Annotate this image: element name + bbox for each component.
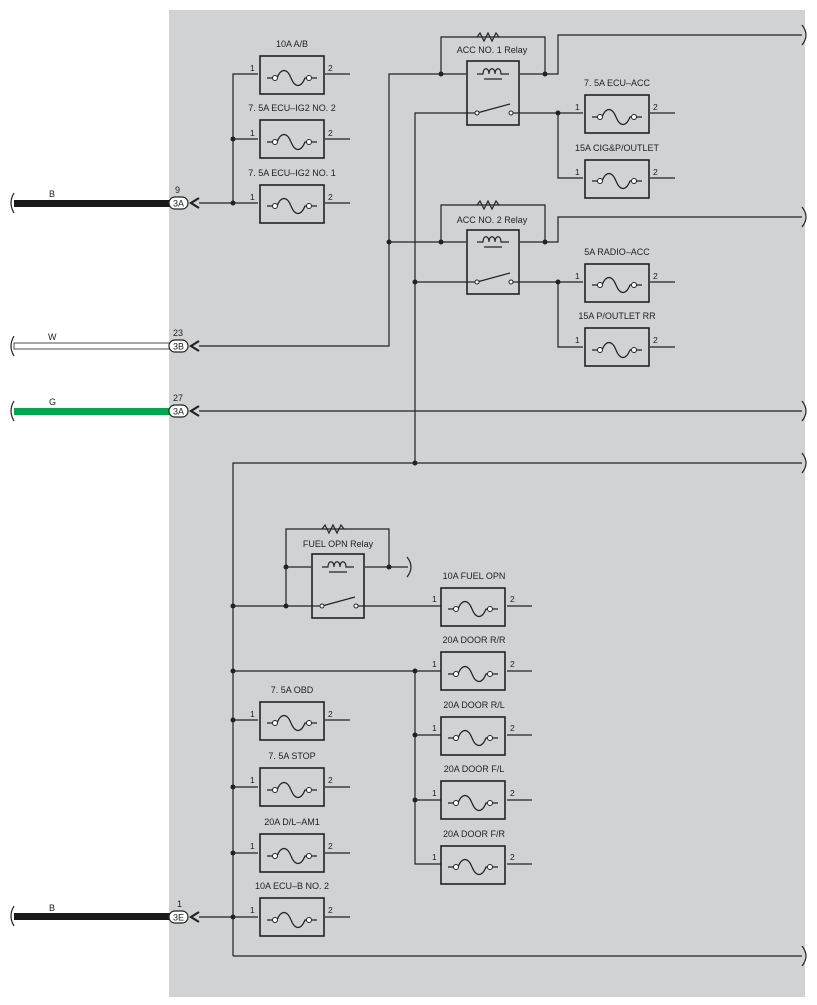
fuse-75a-ecu-ig2-no2: 7. 5A ECU–IG2 NO. 2 1 2 xyxy=(248,103,336,159)
pin-label: 1 xyxy=(432,723,437,733)
pin-label: 1 xyxy=(250,709,255,719)
fuse-label: 7. 5A STOP xyxy=(268,751,315,761)
connector-code: 3E xyxy=(173,913,184,923)
fuse-20a-door-fr: 20A DOOR F/R 1 2 xyxy=(432,829,515,885)
connector-pin: 9 xyxy=(175,185,180,195)
fuse-label: 10A ECU–B NO. 2 xyxy=(255,881,329,891)
pin-label: 2 xyxy=(510,788,515,798)
relay-label: ACC NO. 2 Relay xyxy=(457,215,528,225)
pin-label: 1 xyxy=(250,775,255,785)
pin-label: 2 xyxy=(653,271,658,281)
connector-3e-pin1: 1 3E xyxy=(168,899,200,924)
fuse-label: 5A RADIO–ACC xyxy=(584,247,650,257)
fuse-10a-ab: 10A A/B 1 2 xyxy=(250,39,333,95)
fuse-label: 10A A/B xyxy=(276,39,308,49)
pin-label: 1 xyxy=(250,63,255,73)
fuse-label: 10A FUEL OPN xyxy=(443,571,506,581)
connector-3a-pin9: 9 3A xyxy=(168,185,200,210)
fuse-output-stubs xyxy=(325,73,675,918)
connector-3a-pin27: 27 3A xyxy=(168,393,200,418)
wire-color-label: B xyxy=(49,903,55,913)
fuse-label: 7. 5A ECU–IG2 NO. 1 xyxy=(248,168,336,178)
pin-label: 1 xyxy=(250,841,255,851)
wire-color-label: W xyxy=(48,332,57,342)
fuse-label: 20A DOOR R/L xyxy=(443,700,505,710)
fuse-10a-ecu-b-no2: 10A ECU–B NO. 2 1 2 xyxy=(250,881,333,937)
pin-label: 1 xyxy=(250,905,255,915)
bus-wiring-lower xyxy=(199,452,807,967)
pin-label: 2 xyxy=(328,128,333,138)
pin-label: 1 xyxy=(432,788,437,798)
pin-label: 1 xyxy=(250,192,255,202)
fuse-label: 7. 5A ECU–ACC xyxy=(584,78,651,88)
pin-label: 2 xyxy=(510,852,515,862)
fuse-label: 20A DOOR F/L xyxy=(444,764,505,774)
fuse-20a-dl-am1: 20A D/L–AM1 1 2 xyxy=(250,817,333,873)
connector-code: 3A xyxy=(173,407,184,417)
pin-label: 1 xyxy=(575,167,580,177)
fuse-75a-ecu-acc: 7. 5A ECU–ACC 1 2 xyxy=(575,78,658,134)
pin-label: 2 xyxy=(653,102,658,112)
input-wire-b-bottom: B xyxy=(10,903,170,927)
fuse-75a-stop: 7. 5A STOP 1 2 xyxy=(250,751,333,807)
relay-label: FUEL OPN Relay xyxy=(303,539,374,549)
relay-label: ACC NO. 1 Relay xyxy=(457,45,528,55)
pin-label: 1 xyxy=(575,102,580,112)
bus-wiring-acc-contacts xyxy=(412,110,583,466)
bus-wiring-g xyxy=(199,400,807,422)
fuse-label: 15A CIG&P/OUTLET xyxy=(575,143,660,153)
relay-acc-no1: ACC NO. 1 Relay xyxy=(457,45,528,126)
pin-label: 2 xyxy=(653,335,658,345)
fuse-20a-door-rr: 20A DOOR R/R 1 2 xyxy=(432,635,515,691)
fuse-label: 20A DOOR R/R xyxy=(442,635,506,645)
input-wire-g: G xyxy=(10,397,170,422)
pin-label: 1 xyxy=(250,128,255,138)
pin-label: 2 xyxy=(510,723,515,733)
fuse-label: 7. 5A OBD xyxy=(271,685,314,695)
pin-label: 2 xyxy=(328,63,333,73)
relay-fuel-opn: FUEL OPN Relay xyxy=(303,539,374,619)
junction-block-panel xyxy=(169,10,805,997)
pin-label: 2 xyxy=(328,905,333,915)
relay-acc-no2: ACC NO. 2 Relay xyxy=(457,215,528,295)
pin-label: 2 xyxy=(328,709,333,719)
pin-label: 2 xyxy=(510,594,515,604)
connector-code: 3B xyxy=(173,342,184,352)
connector-3b-pin23: 23 3B xyxy=(168,328,200,353)
pin-label: 2 xyxy=(328,841,333,851)
fuse-label: 15A P/OUTLET RR xyxy=(578,311,656,321)
pin-label: 1 xyxy=(432,852,437,862)
fuse-label: 20A DOOR F/R xyxy=(443,829,506,839)
input-wire-b-top: B xyxy=(10,189,170,214)
fuse-10a-fuel-opn: 10A FUEL OPN 1 2 xyxy=(432,571,515,627)
fuse-5a-radio-acc: 5A RADIO–ACC 1 2 xyxy=(575,247,658,303)
pin-label: 1 xyxy=(575,271,580,281)
pin-label: 2 xyxy=(328,775,333,785)
pin-label: 1 xyxy=(575,335,580,345)
fuse-75a-obd: 7. 5A OBD 1 2 xyxy=(250,685,333,741)
bus-wiring-top-left xyxy=(199,73,258,206)
fuse-label: 20A D/L–AM1 xyxy=(264,817,320,827)
fuse-75a-ecu-ig2-no1: 7. 5A ECU–IG2 NO. 1 1 2 xyxy=(248,168,336,224)
fuse-15a-poutlet-rr: 15A P/OUTLET RR 1 2 xyxy=(575,311,658,367)
pin-label: 1 xyxy=(432,594,437,604)
connector-pin: 1 xyxy=(177,899,182,909)
fuse-20a-door-rl: 20A DOOR R/L 1 2 xyxy=(432,700,515,756)
pin-label: 1 xyxy=(432,659,437,669)
bus-wiring-acc-coils xyxy=(199,24,807,347)
fuse-label: 7. 5A ECU–IG2 NO. 2 xyxy=(248,103,336,113)
connector-pin: 23 xyxy=(173,328,183,338)
connector-pin: 27 xyxy=(173,393,183,403)
wire-color-label: B xyxy=(49,189,55,199)
wire-color-label: G xyxy=(49,397,56,407)
pin-label: 2 xyxy=(510,659,515,669)
connector-code: 3A xyxy=(173,199,184,209)
pin-label: 2 xyxy=(328,192,333,202)
pin-label: 2 xyxy=(653,167,658,177)
input-wire-w: W xyxy=(10,332,171,357)
fuse-20a-door-fl: 20A DOOR F/L 1 2 xyxy=(432,764,515,820)
fuse-15a-cig-poutlet: 15A CIG&P/OUTLET 1 2 xyxy=(575,143,660,199)
